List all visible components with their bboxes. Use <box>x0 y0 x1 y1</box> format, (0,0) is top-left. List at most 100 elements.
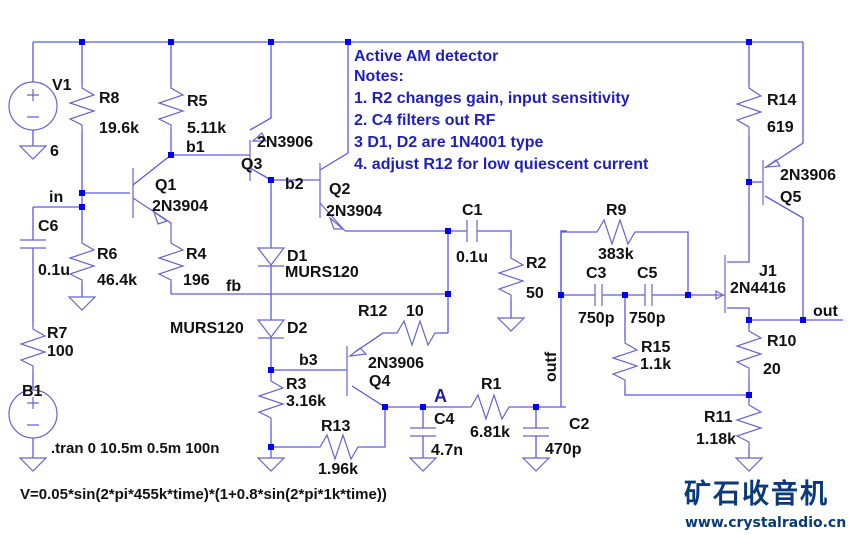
b1-name: B1 <box>22 383 43 400</box>
resistor-r15-icon[interactable] <box>611 340 639 385</box>
r14-value: 619 <box>767 119 794 136</box>
ground-icon <box>18 145 48 160</box>
j1-name: J1 <box>759 263 777 280</box>
diode-d2-icon[interactable] <box>256 319 286 339</box>
wire-r15-bottom <box>624 385 749 396</box>
voltage-source-v1-icon[interactable] <box>8 81 58 131</box>
net-b2-label: b2 <box>285 176 304 193</box>
c6-value: 0.1u <box>38 262 70 279</box>
net-outf-label: outf <box>543 351 560 382</box>
transistor-q4-icon[interactable] <box>346 346 368 396</box>
wire-q3-collector <box>249 167 272 181</box>
resistor-r4-icon[interactable] <box>157 240 185 285</box>
voltage-source-b1-icon[interactable] <box>8 389 58 439</box>
c1-name: C1 <box>462 202 483 219</box>
r2-value: 50 <box>526 285 544 302</box>
r1-value: 6.81k <box>470 424 510 441</box>
j1-value: 2N4416 <box>730 280 786 297</box>
c4-name: C4 <box>434 411 455 428</box>
resistor-r12-icon[interactable] <box>393 319 440 347</box>
c1-value: 0.1u <box>456 249 488 266</box>
r9-name: R9 <box>606 202 627 219</box>
r1-name: R1 <box>481 376 502 393</box>
r3-value: 3.16k <box>286 393 326 410</box>
resistor-r2-icon[interactable] <box>497 255 525 300</box>
symbols <box>8 81 782 472</box>
wire-outf-up <box>560 230 567 295</box>
r15-name: R15 <box>641 339 670 356</box>
c2-name: C2 <box>569 416 590 433</box>
diode-d1-icon[interactable] <box>256 247 286 267</box>
c2-value: 470p <box>545 441 582 458</box>
resistor-r5-icon[interactable] <box>157 85 185 130</box>
resistor-r10-icon[interactable] <box>735 328 763 378</box>
component-labels: V1 6 R8 19.6k R5 5.11k b1 2N3906 Q3 Q1 2… <box>22 77 839 478</box>
r4-name: R4 <box>186 246 207 263</box>
notes-block: Active AM detector Notes: 1. R2 changes … <box>354 48 649 173</box>
transistor-q5-icon[interactable] <box>762 159 782 205</box>
capacitor-c6-icon[interactable] <box>20 239 46 249</box>
r5-value: 5.11k <box>187 120 226 137</box>
q4-value: 2N3906 <box>368 355 424 372</box>
resistor-r1-icon[interactable] <box>467 393 517 421</box>
transistor-q2-icon[interactable] <box>308 163 346 232</box>
r13-value: 1.96k <box>318 461 358 478</box>
resistor-r3-icon[interactable] <box>257 378 285 425</box>
resistor-r9-icon[interactable] <box>593 218 642 246</box>
q3-name: Q3 <box>241 156 262 173</box>
c5-name: C5 <box>637 265 658 282</box>
capacitor-c4-icon[interactable] <box>410 427 436 437</box>
d2-name: D2 <box>287 320 308 337</box>
r10-value: 20 <box>763 361 781 378</box>
watermark-logo: 矿石收音机 www.crystalradio.cn <box>684 478 846 531</box>
r12-value: 10 <box>406 303 424 320</box>
resistor-r6-icon[interactable] <box>68 240 96 285</box>
resistor-r11-icon[interactable] <box>735 402 763 447</box>
d2-value: MURS120 <box>170 320 244 337</box>
wire-r13-right <box>362 407 386 448</box>
d1-name: D1 <box>287 248 308 265</box>
jfet-j1-icon[interactable] <box>715 255 726 313</box>
resistor-r7-icon[interactable] <box>19 326 47 370</box>
q5-value: 2N3906 <box>780 167 836 184</box>
c3-value: 750p <box>578 310 615 327</box>
q1-name: Q1 <box>155 177 176 194</box>
resistor-r14-icon[interactable] <box>735 85 763 135</box>
wire-c1-right <box>477 230 512 255</box>
r6-name: R6 <box>97 246 118 263</box>
r15-value: 1.1k <box>640 356 671 373</box>
net-out-label: out <box>813 303 839 320</box>
ground-icon <box>67 296 97 311</box>
net-fb-label: fb <box>226 278 241 295</box>
wire-j1-source <box>727 307 750 320</box>
transistor-q1-icon[interactable] <box>132 168 172 240</box>
wire-q5-collector <box>764 195 804 320</box>
capacitor-c2-icon[interactable] <box>523 427 549 437</box>
capacitor-c3-icon[interactable] <box>594 284 603 306</box>
wire-r12-left <box>354 332 393 353</box>
ground-icon <box>496 317 526 332</box>
capacitor-c1-icon[interactable] <box>466 220 478 242</box>
wire-j1-drain <box>727 182 750 263</box>
v1-name: V1 <box>52 77 72 94</box>
q5-name: Q5 <box>780 189 801 206</box>
r6-value: 46.4k <box>97 272 137 289</box>
wire-q3-emitter <box>249 42 272 131</box>
q2-value: 2N3904 <box>326 203 382 220</box>
capacitor-c5-icon[interactable] <box>644 284 653 306</box>
r12-name: R12 <box>358 303 387 320</box>
r10-name: R10 <box>767 333 796 350</box>
q4-name: Q4 <box>369 373 390 390</box>
net-b1-label: b1 <box>186 139 205 156</box>
r8-value: 19.6k <box>99 120 139 137</box>
wires <box>32 41 843 458</box>
r3-name: R3 <box>286 376 307 393</box>
spice-directive[interactable]: .tran 0 10.5m 0.5m 100n <box>51 440 219 457</box>
transistor-q3-icon[interactable] <box>233 132 267 181</box>
c3-name: C3 <box>586 265 607 282</box>
resistor-r8-icon[interactable] <box>68 85 96 130</box>
schematic-title: Active AM detector <box>354 48 498 65</box>
ground-icons <box>18 145 764 472</box>
resistor-r13-icon[interactable] <box>316 433 362 461</box>
q1-value: 2N3904 <box>152 198 208 215</box>
